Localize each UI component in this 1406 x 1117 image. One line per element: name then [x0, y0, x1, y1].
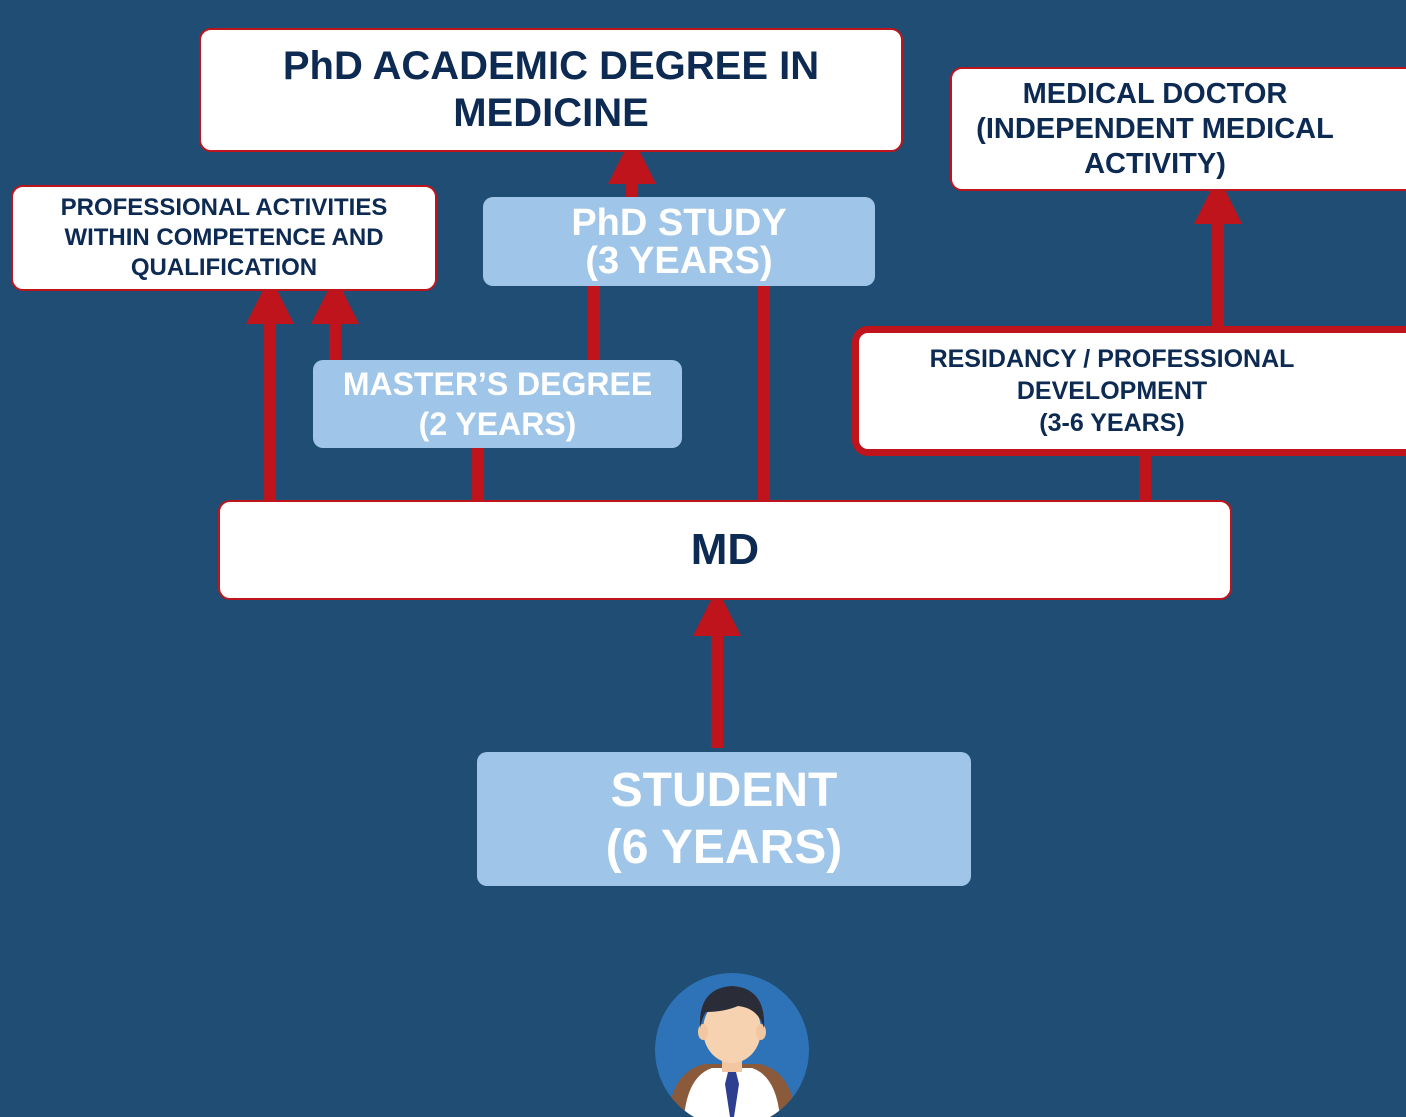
- residency-line-1: RESIDANCY / PROFESSIONAL: [929, 345, 1295, 373]
- medical-doctor-line-1: MEDICAL DOCTOR: [1022, 77, 1288, 110]
- phd-study-box: PhD STUDY (3 YEARS): [483, 197, 875, 286]
- phd-degree-box: PhD ACADEMIC DEGREE IN MEDICINE: [199, 28, 903, 152]
- medical-doctor-line-3: ACTIVITY): [1084, 147, 1226, 180]
- masters-degree-line-1: MASTER’S DEGREE: [342, 366, 653, 402]
- student-line-2: (6 YEARS): [605, 821, 843, 874]
- phd-degree-line-2: MEDICINE: [453, 91, 649, 135]
- professional-activities-line-3: QUALIFICATION: [130, 254, 318, 281]
- professional-activities-line-1: PROFESSIONAL ACTIVITIES: [60, 194, 388, 221]
- professional-activities-box: PROFESSIONAL ACTIVITIES WITHIN COMPETENC…: [11, 185, 437, 291]
- professional-activities-line-2: WITHIN COMPETENCE AND: [64, 224, 384, 251]
- phd-study-line-2: (3 YEARS): [585, 239, 773, 282]
- medical-doctor-box: MEDICAL DOCTOR (INDEPENDENT MEDICAL ACTI…: [950, 67, 1406, 191]
- masters-degree-box: MASTER’S DEGREE (2 YEARS): [313, 360, 682, 448]
- masters-degree-line-2: (2 YEARS): [418, 406, 577, 442]
- student-avatar-icon: [655, 973, 809, 1117]
- residency-line-2: DEVELOPMENT: [1016, 377, 1208, 405]
- student-line-1: STUDENT: [610, 764, 838, 817]
- md-box: MD: [218, 500, 1232, 600]
- residency-line-3: (3-6 YEARS): [1039, 409, 1185, 437]
- phd-degree-line-1: PhD ACADEMIC DEGREE IN: [282, 44, 820, 88]
- student-box: STUDENT (6 YEARS): [477, 752, 971, 886]
- medical-doctor-line-2: (INDEPENDENT MEDICAL: [976, 112, 1334, 145]
- md-label: MD: [690, 525, 760, 574]
- residency-box: RESIDANCY / PROFESSIONAL DEVELOPMENT (3-…: [852, 326, 1406, 456]
- phd-study-line-1: PhD STUDY: [571, 201, 787, 244]
